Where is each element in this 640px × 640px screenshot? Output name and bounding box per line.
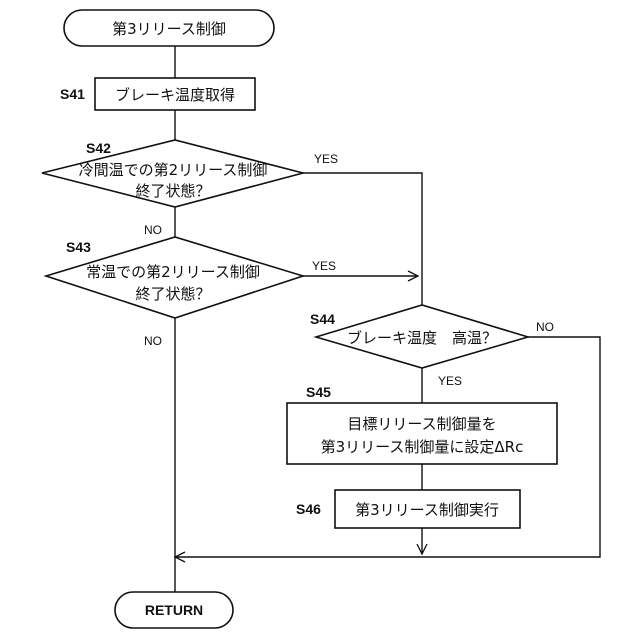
step-s46: S46 第3リリース制御実行 (296, 490, 520, 528)
decision-s44-no: NO (536, 320, 554, 334)
decision-s44-text: ブレーキ温度 高温？ (347, 329, 497, 347)
decision-s44-yes: YES (438, 374, 462, 388)
decision-s42-line1: 冷間温での第2リリース制御 (79, 161, 268, 179)
decision-s42-line2: 終了状態？ (135, 182, 210, 200)
decision-s44-label: S44 (310, 311, 335, 327)
step-s41: S41 ブレーキ温度取得 (60, 78, 255, 110)
decision-s42-no: NO (144, 223, 162, 237)
end-terminal: RETURN (115, 592, 233, 628)
step-s46-label: S46 (296, 501, 321, 517)
decision-s44: S44 ブレーキ温度 高温？ YES NO (310, 305, 554, 388)
step-s45-label: S45 (306, 384, 331, 400)
decision-s42-label: S42 (86, 140, 111, 156)
decision-s43-yes: YES (312, 259, 336, 273)
decision-s43: S43 常温での第2リリース制御 終了状態？ YES NO (46, 237, 336, 348)
end-terminal-text: RETURN (145, 602, 203, 618)
decision-s43-label: S43 (66, 239, 91, 255)
decision-s43-no: NO (144, 334, 162, 348)
step-s46-text: 第3リリース制御実行 (355, 501, 499, 519)
step-s41-text: ブレーキ温度取得 (115, 86, 235, 104)
decision-s43-line1: 常温での第2リリース制御 (86, 263, 260, 281)
decision-s43-line2: 終了状態？ (135, 285, 210, 303)
decision-s42-yes: YES (314, 152, 338, 166)
step-s45-line2: 第3リリース制御量に設定ΔRc (321, 438, 524, 456)
decision-s42: S42 冷間温での第2リリース制御 終了状態？ YES NO (42, 140, 338, 237)
line-s42-yes-to-s44 (303, 173, 422, 305)
start-terminal-text: 第3リリース制御 (112, 20, 226, 38)
step-s45-line1: 目標リリース制御量を (347, 415, 496, 433)
step-s41-label: S41 (60, 86, 85, 102)
start-terminal: 第3リリース制御 (64, 10, 274, 46)
